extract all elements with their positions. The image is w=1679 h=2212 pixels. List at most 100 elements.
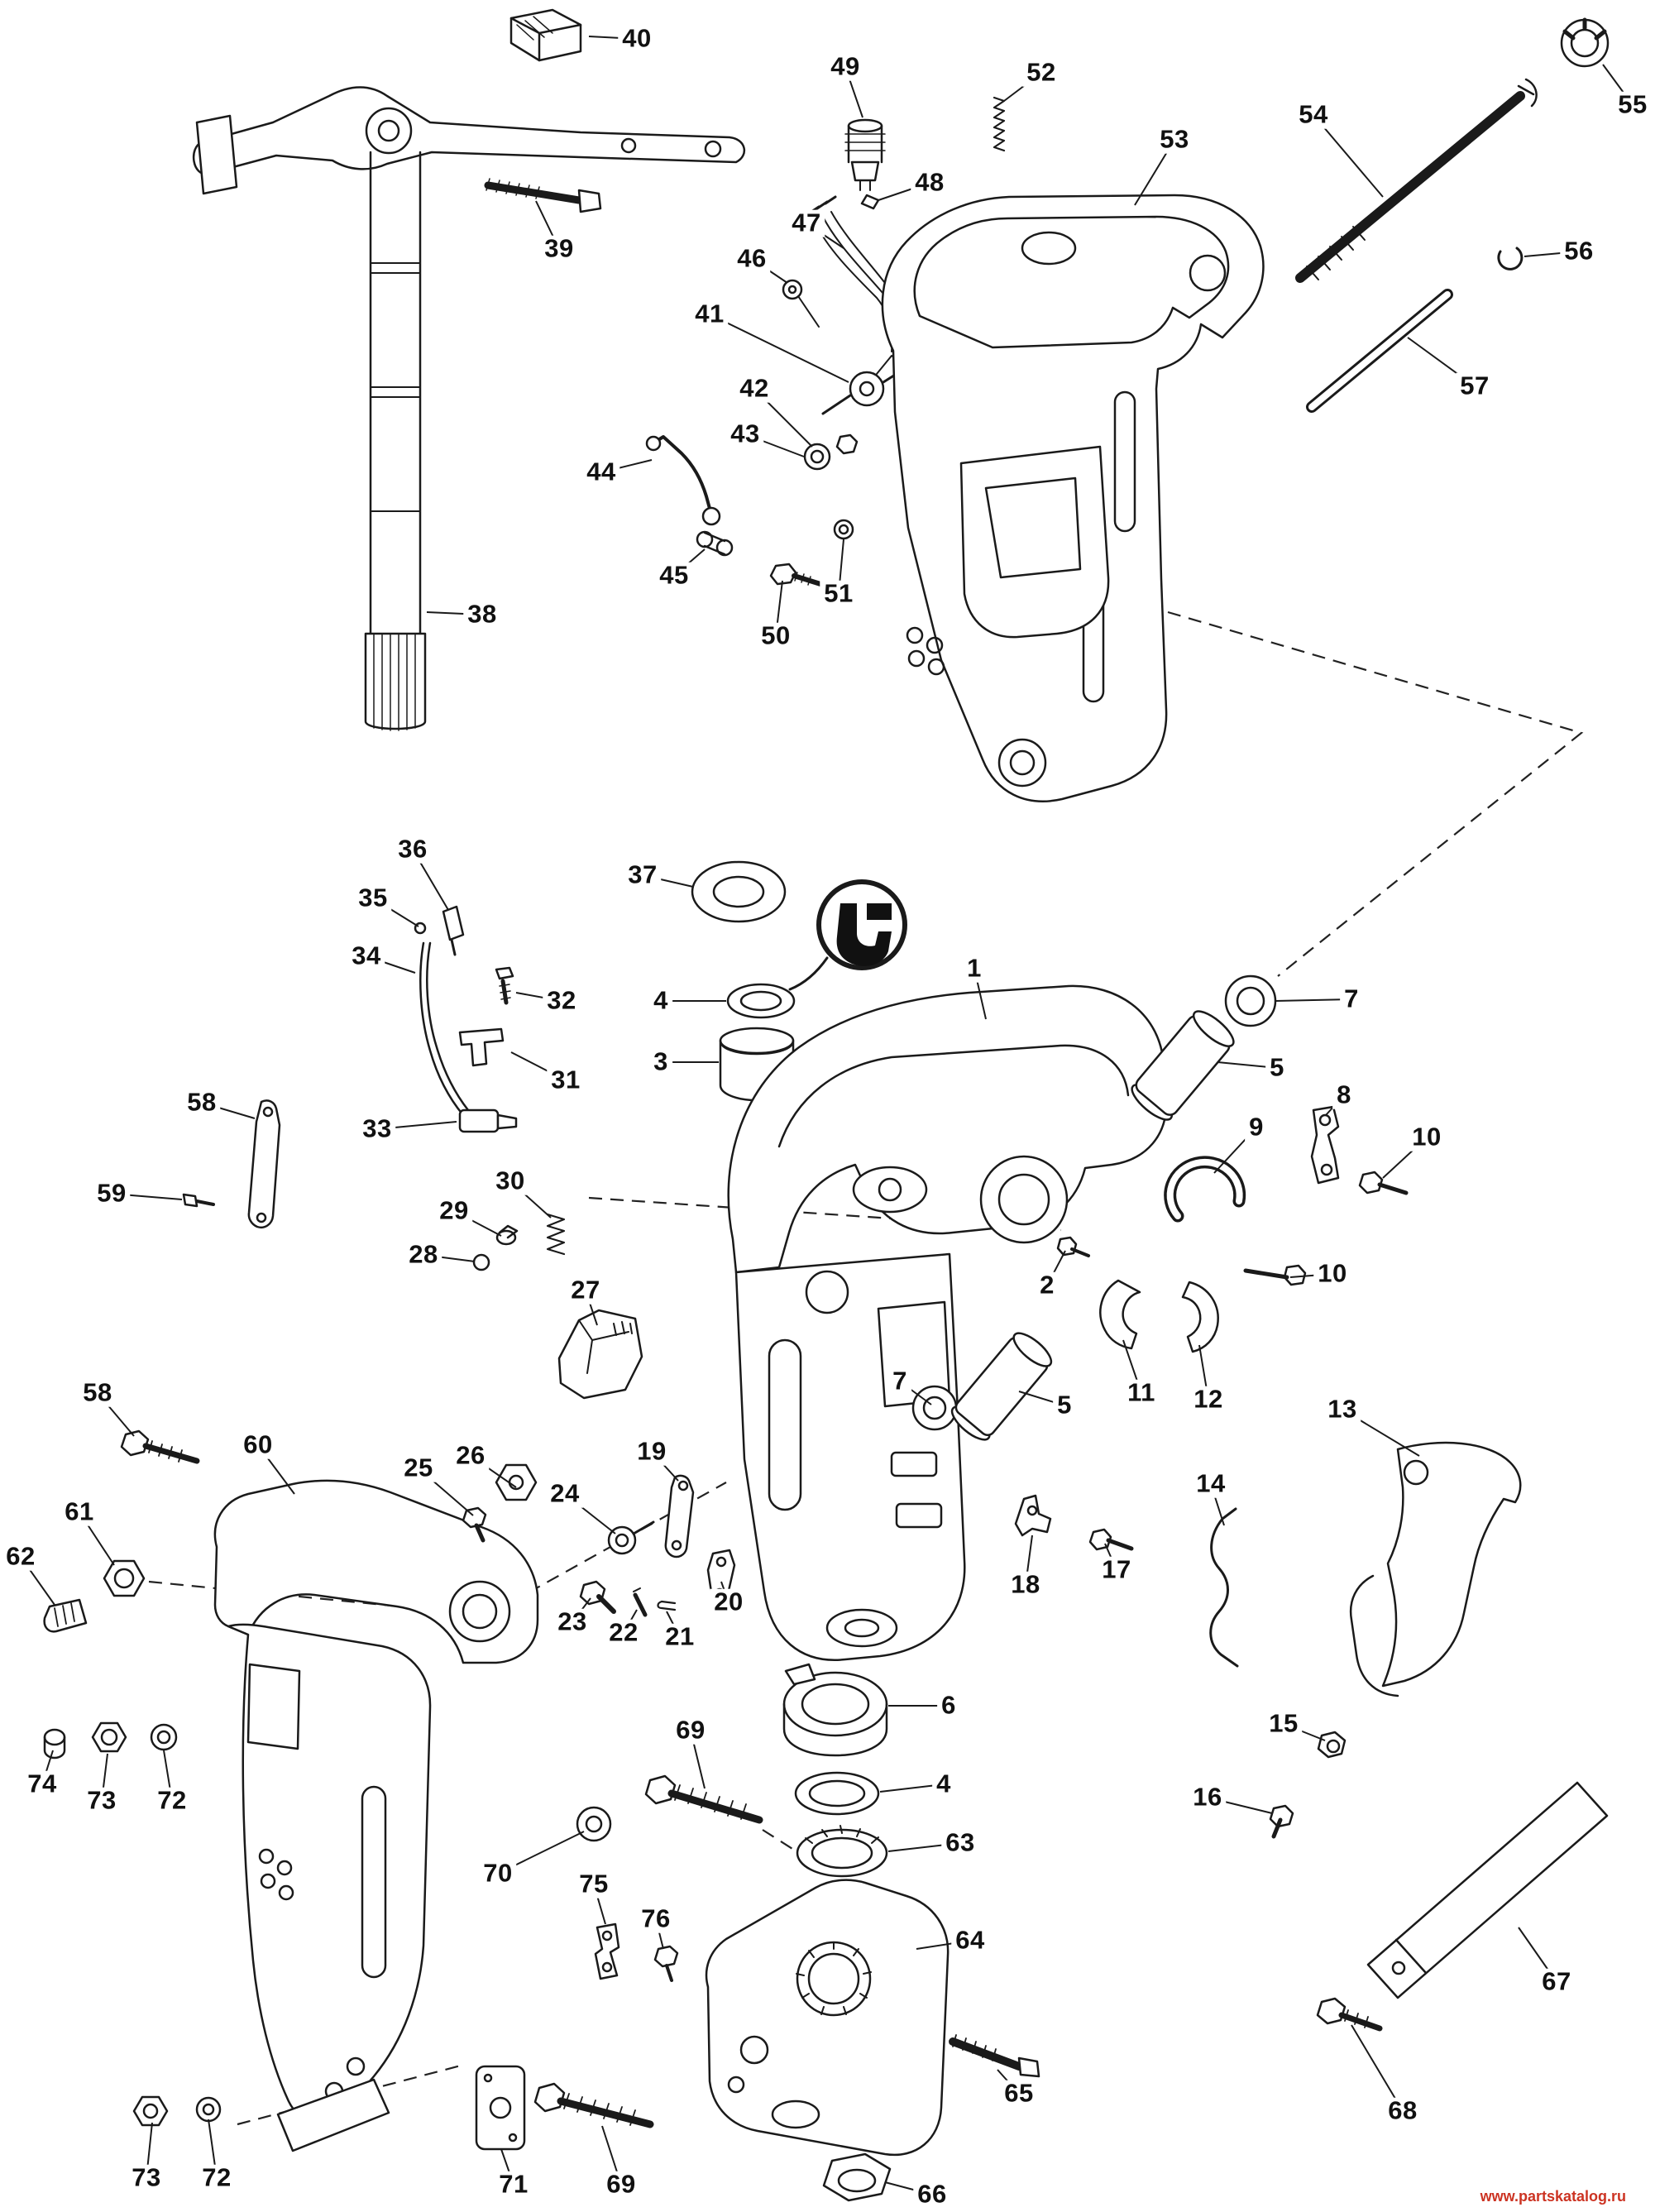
callout-39: 39 [540, 235, 578, 263]
lower-mount-housing-64 [705, 1879, 1040, 2202]
callout-10: 10 [1408, 1123, 1446, 1151]
callout-14: 14 [1192, 1470, 1230, 1498]
callout-76: 76 [637, 1905, 675, 1933]
callout-58: 58 [79, 1379, 117, 1407]
callout-5: 5 [1265, 1054, 1289, 1082]
callout-65: 65 [1000, 2080, 1038, 2108]
strap-75-screw-76 [594, 1922, 679, 1982]
callout-49: 49 [826, 53, 864, 81]
callout-2: 2 [1036, 1271, 1059, 1300]
callout-69: 69 [602, 2171, 640, 2199]
watermark-link[interactable]: www.partskatalog.ru [1480, 2188, 1626, 2205]
callout-27: 27 [567, 1276, 605, 1305]
callout-64: 64 [951, 1927, 989, 1955]
swivel-clamp-icon [788, 879, 907, 991]
callout-43: 43 [726, 420, 764, 448]
tilt-tube-hardware [1295, 17, 1610, 413]
callout-70: 70 [479, 1860, 517, 1888]
callout-16: 16 [1189, 1783, 1227, 1812]
bar-67-bolt-68 [1316, 1781, 1609, 2032]
callout-17: 17 [1098, 1556, 1136, 1584]
callout-75: 75 [575, 1870, 613, 1898]
callout-15: 15 [1265, 1710, 1303, 1738]
mount-hardware-row2 [132, 2065, 654, 2151]
callout-3: 3 [649, 1048, 672, 1076]
callout-32: 32 [543, 987, 581, 1015]
callout-67: 67 [1538, 1968, 1576, 1996]
thrust-bushing-5a [1131, 1010, 1235, 1121]
callout-48: 48 [911, 169, 949, 197]
callout-4: 4 [649, 987, 672, 1015]
transom-bracket-53 [881, 194, 1265, 802]
callout-26: 26 [452, 1442, 490, 1470]
bolt-39 [484, 178, 602, 213]
callout-72: 72 [153, 1787, 191, 1815]
sender-parts-left [414, 905, 518, 1133]
callout-57: 57 [1456, 372, 1494, 400]
callout-73: 73 [83, 1787, 121, 1815]
callout-73: 73 [127, 2164, 165, 2192]
tilt-lever-group [1014, 1441, 1522, 1697]
callout-35: 35 [354, 884, 392, 912]
thrust-ring-7a [1224, 974, 1277, 1027]
callout-66: 66 [913, 2181, 951, 2209]
callout-47: 47 [787, 209, 825, 237]
callout-33: 33 [358, 1115, 396, 1143]
callout-34: 34 [347, 942, 385, 970]
callout-13: 13 [1323, 1396, 1361, 1424]
callout-68: 68 [1384, 2097, 1422, 2125]
link-lever-44-45 [645, 435, 734, 557]
callout-37: 37 [624, 861, 662, 889]
retainer-hardware-right [1164, 1105, 1409, 1286]
callout-31: 31 [547, 1066, 585, 1094]
callout-36: 36 [394, 835, 432, 864]
callout-25: 25 [399, 1454, 438, 1482]
callout-51: 51 [820, 580, 858, 608]
pivot-clamps-11-12 [1056, 1236, 1219, 1353]
callout-1: 1 [963, 955, 986, 983]
stern-bracket-60 [43, 1429, 539, 2152]
callout-23: 23 [553, 1608, 591, 1636]
callout-41: 41 [691, 300, 729, 328]
callout-46: 46 [733, 245, 771, 273]
callout-22: 22 [605, 1619, 643, 1647]
callout-71: 71 [495, 2171, 533, 2199]
callout-52: 52 [1022, 59, 1060, 87]
callout-30: 30 [491, 1167, 529, 1195]
parts-art [43, 8, 1610, 2202]
callout-58: 58 [183, 1089, 221, 1117]
callout-55: 55 [1614, 91, 1652, 119]
callout-54: 54 [1294, 101, 1332, 129]
grommet-40 [509, 8, 582, 62]
callout-10: 10 [1313, 1260, 1351, 1288]
callout-40: 40 [618, 25, 656, 53]
callout-4: 4 [932, 1770, 955, 1798]
callout-61: 61 [60, 1498, 98, 1526]
seal-37 [691, 860, 787, 923]
callout-69: 69 [672, 1716, 710, 1745]
callout-11: 11 [1123, 1379, 1160, 1407]
callout-72: 72 [198, 2164, 236, 2192]
callout-56: 56 [1560, 237, 1598, 266]
callout-18: 18 [1007, 1571, 1045, 1599]
callout-53: 53 [1155, 126, 1193, 154]
callout-44: 44 [582, 458, 620, 486]
callout-38: 38 [463, 601, 501, 629]
callout-74: 74 [23, 1770, 61, 1798]
callout-29: 29 [435, 1197, 473, 1225]
callout-20: 20 [710, 1588, 748, 1616]
swivel-bracket-1 [727, 984, 1168, 1661]
mount-hardware-row1 [43, 1721, 178, 1760]
callout-59: 59 [93, 1180, 131, 1208]
callout-7: 7 [888, 1367, 911, 1396]
callout-9: 9 [1245, 1113, 1268, 1142]
friction-block-27 [557, 1309, 643, 1400]
bolt-50-washer-51 [769, 519, 854, 587]
callout-5: 5 [1053, 1391, 1076, 1420]
callout-21: 21 [661, 1623, 699, 1651]
callout-12: 12 [1189, 1386, 1227, 1414]
callout-19: 19 [633, 1438, 671, 1466]
